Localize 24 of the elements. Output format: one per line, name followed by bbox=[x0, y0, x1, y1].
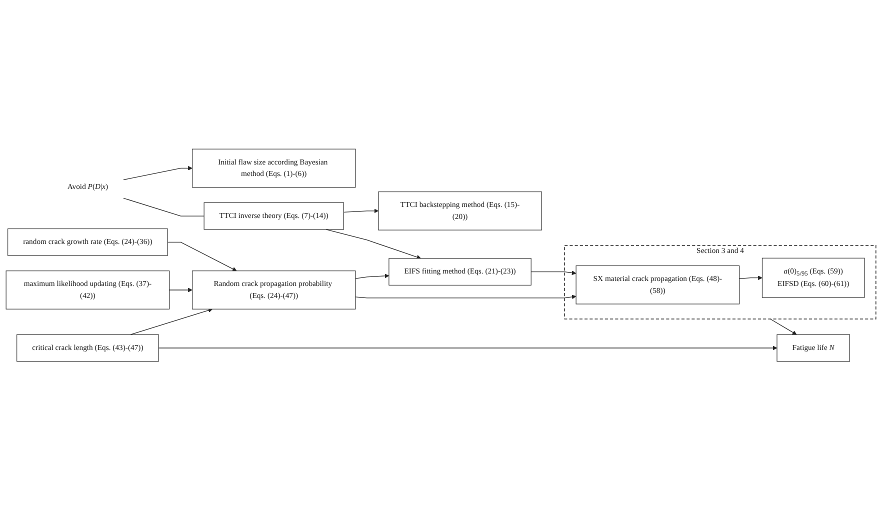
arrow bbox=[158, 346, 778, 350]
arrow bbox=[355, 274, 390, 280]
node-box bbox=[776, 334, 850, 362]
node-box bbox=[8, 228, 168, 256]
connector bbox=[123, 198, 204, 217]
arrow bbox=[168, 288, 192, 292]
node-box bbox=[192, 270, 356, 310]
arrow bbox=[770, 318, 797, 336]
node-box bbox=[388, 258, 532, 286]
arrow bbox=[123, 166, 192, 180]
node-box bbox=[192, 149, 356, 188]
arrow bbox=[355, 294, 576, 300]
arrow bbox=[738, 276, 762, 280]
arrow bbox=[343, 208, 379, 214]
node-box bbox=[16, 334, 159, 362]
cluster bbox=[564, 245, 876, 320]
node-box bbox=[378, 192, 542, 231]
node-box bbox=[576, 266, 740, 305]
node-box bbox=[762, 258, 865, 298]
arrow bbox=[167, 242, 237, 272]
node-box bbox=[204, 202, 344, 230]
node-box bbox=[6, 270, 170, 310]
arrow bbox=[130, 308, 213, 336]
arrow bbox=[530, 270, 576, 276]
